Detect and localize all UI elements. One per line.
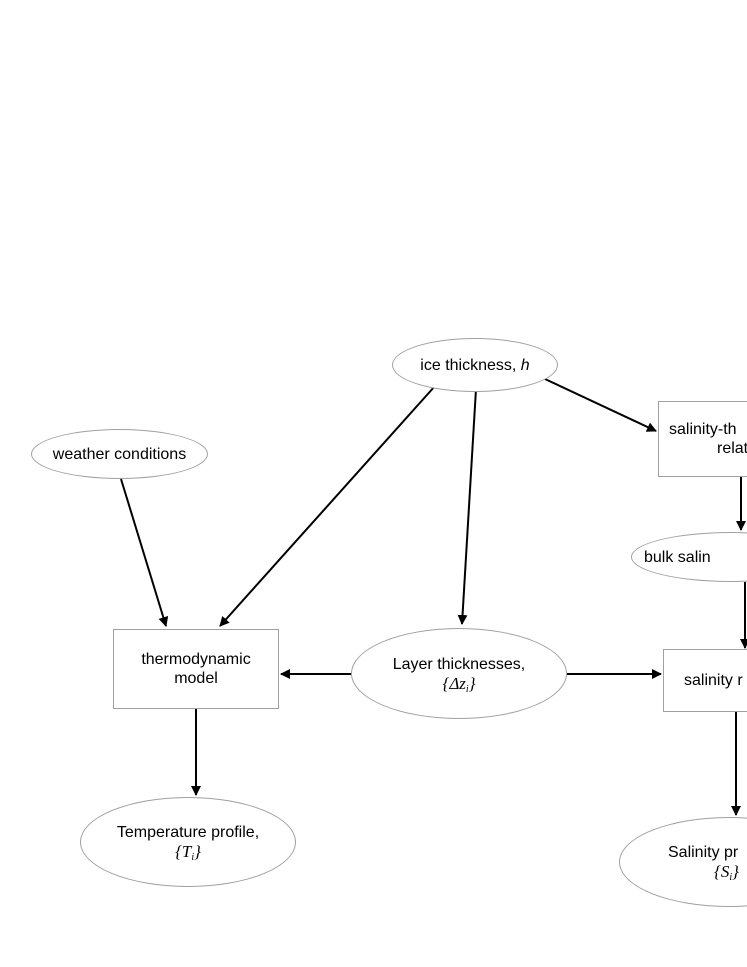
ice-thickness-var: h — [520, 356, 530, 374]
temperature-line1: Temperature profile, — [116, 824, 260, 841]
ice-thickness-label: ice thickness, — [420, 356, 521, 374]
node-salinity-model: salinity r — [663, 649, 747, 712]
layers-line1: Layer thicknesses, — [392, 655, 526, 673]
bulk-label: bulk salin — [644, 548, 711, 566]
node-ice-thickness: ice thickness, h — [392, 338, 558, 392]
weather-label: weather conditions — [52, 445, 187, 463]
node-temperature-profile: Temperature profile, {Ti} — [80, 797, 296, 887]
salmodel-label: salinity r — [684, 672, 743, 689]
edge-ice-to-thermo — [219, 385, 436, 627]
thermo-line1: thermodynamic — [141, 651, 251, 668]
node-weather-conditions: weather conditions — [31, 429, 208, 479]
layers-line2: {Δzi} — [442, 673, 476, 695]
salprofile-line1: Salinity pr — [668, 844, 739, 861]
edge-ice-to-layers — [457, 388, 477, 625]
salprofile-line2: {Si} — [714, 862, 739, 883]
thermo-line2: model — [174, 670, 218, 687]
salthick-line1: salinity-th — [669, 421, 737, 438]
node-layer-thicknesses: Layer thicknesses, {Δzi} — [351, 628, 567, 719]
edge-ice-to-salthick — [544, 378, 657, 432]
node-salinity-thickness-relation: salinity-th relati — [658, 401, 747, 477]
salthick-line2: relati — [717, 440, 747, 457]
node-thermodynamic-model: thermodynamic model — [113, 629, 279, 709]
edge-weather-to-thermo — [120, 478, 169, 627]
temperature-line2: {Ti} — [175, 842, 201, 863]
